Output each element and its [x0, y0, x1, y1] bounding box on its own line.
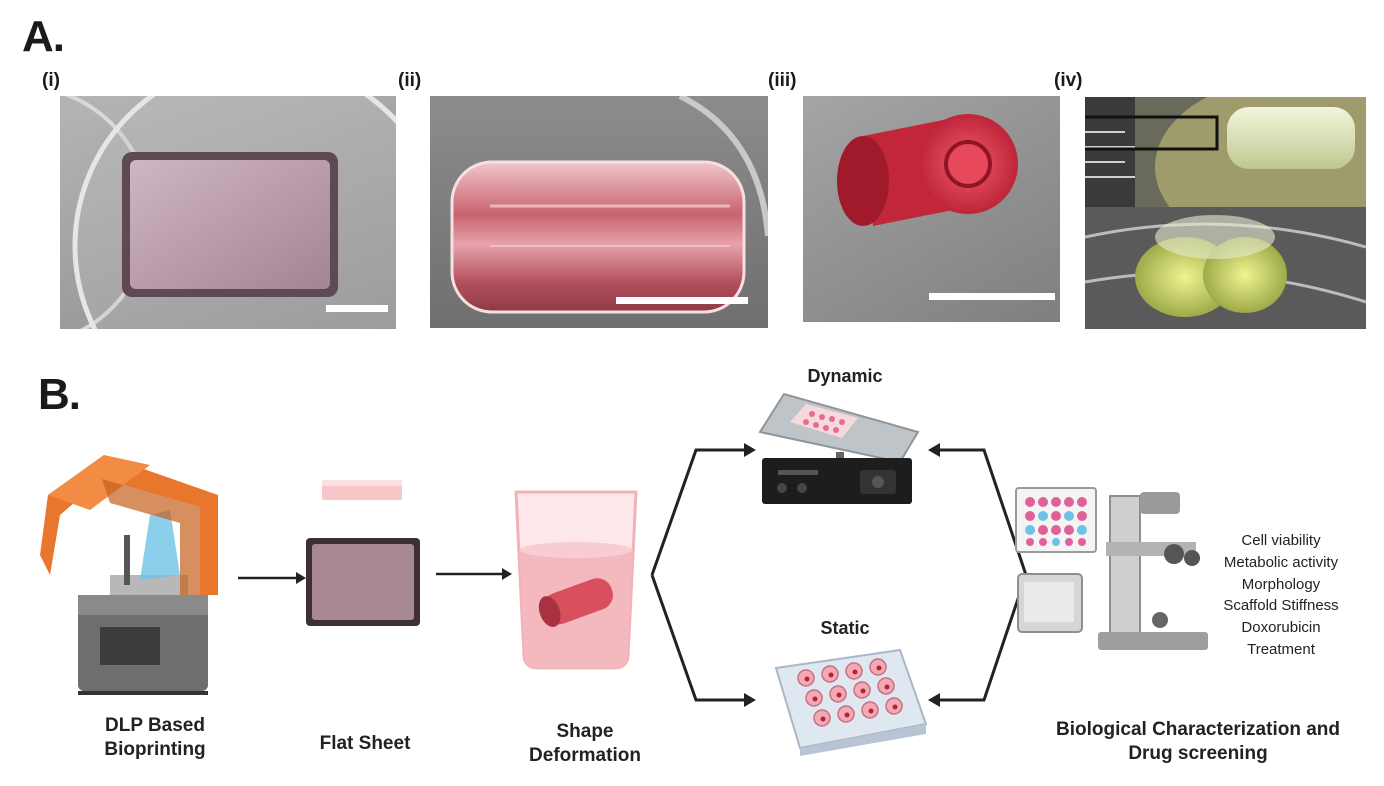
step-label-line: DLP Based	[105, 715, 205, 736]
photo-rolled-tube-graphic	[450, 96, 768, 314]
arrow-sheet-to-beaker	[436, 568, 512, 580]
assay-item: Scaffold Stiffness	[1223, 597, 1339, 615]
dlp-printer-illustration	[40, 455, 218, 695]
photo-red-tube-graphic	[837, 114, 1018, 226]
step-label-line: Bioprinting	[104, 738, 206, 760]
scale-bar-iii	[929, 293, 1055, 300]
assay-item: Cell viability	[1241, 532, 1321, 549]
assay-list: Cell viability Metabolic activity Morpho…	[1196, 530, 1366, 661]
condition-label-dynamic: Dynamic	[807, 366, 883, 386]
photo-tube-views-graphic	[1085, 97, 1366, 329]
condition-label-static: Static	[820, 618, 870, 638]
photo-red-tube	[803, 96, 1060, 322]
assay-item: Metabolic activity	[1223, 553, 1339, 571]
merge-arrows-right	[928, 443, 1028, 707]
split-arrows-left	[650, 443, 756, 707]
step-label-dlp-bioprinting: DLP Based Bioprinting	[80, 714, 230, 762]
step-label-line: Drug screening	[1128, 742, 1268, 764]
assay-item: Doxorubicin	[1241, 619, 1321, 636]
photo-rolled-tube	[430, 96, 768, 328]
step-label-biological-characterization: Biological Characterization and Drug scr…	[1030, 718, 1366, 766]
step-label-shape-deformation: Shape Deformation	[510, 720, 660, 768]
beaker-illustration	[514, 490, 638, 670]
dynamic-shaker-illustration	[758, 392, 920, 504]
step-label-line: Deformation	[529, 744, 641, 766]
sub-panel-label-i: (i)	[42, 70, 60, 91]
step-label-flat-sheet: Flat Sheet	[290, 732, 440, 756]
step-label-line: Flat Sheet	[319, 733, 411, 754]
sub-panel-label-iv: (iv)	[1054, 70, 1083, 91]
photo-flat-sheet-graphic	[64, 96, 396, 329]
step-label-line: Shape	[556, 721, 614, 742]
step-label-line: Biological Characterization and	[1056, 719, 1340, 740]
panel-a-letter: A.	[22, 12, 65, 61]
photo-tube-views	[1085, 97, 1366, 329]
static-well-plate-illustration	[774, 648, 928, 756]
microscope-plate-illustration	[1015, 487, 1208, 650]
assay-item: Morphology	[1241, 575, 1321, 593]
scale-bar-ii	[616, 297, 748, 304]
sub-panel-label-ii: (ii)	[398, 70, 422, 91]
panel-b-letter: B.	[38, 370, 81, 419]
scale-bar-i	[326, 305, 388, 312]
sub-panel-label-iii: (iii)	[768, 70, 797, 91]
arrow-printer-to-sheet	[238, 572, 306, 584]
flat-sheet-illustration	[306, 480, 420, 626]
photo-flat-sheet	[60, 96, 396, 329]
assay-item: Treatment	[1247, 640, 1315, 658]
